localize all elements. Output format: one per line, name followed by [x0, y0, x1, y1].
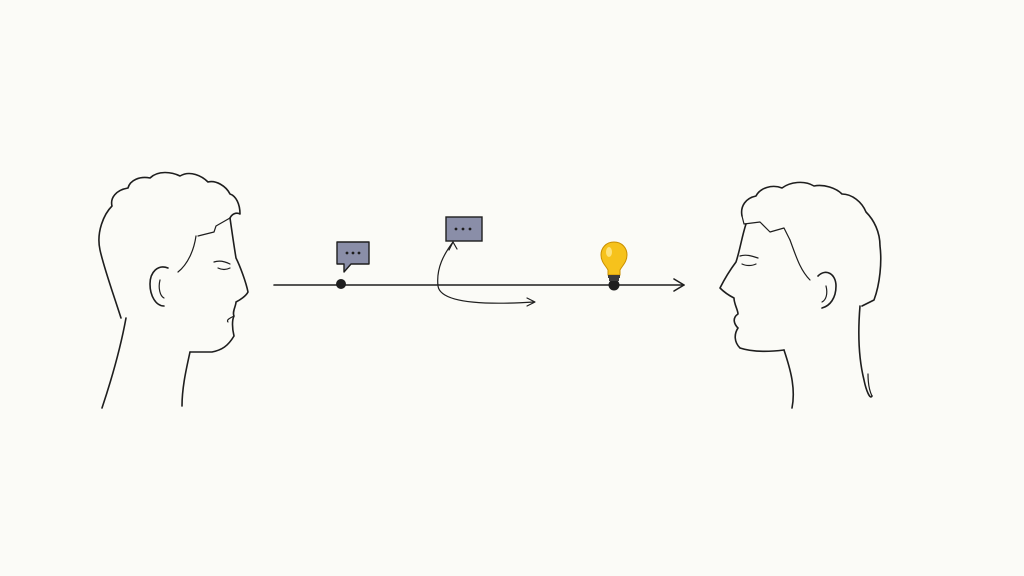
left-person-head: [98, 171, 249, 409]
lightbulb-icon: [600, 241, 628, 281]
speech-bubble-icon: [445, 216, 483, 242]
loop-arrow: [437, 241, 536, 307]
timeline-node-end: [608, 279, 620, 291]
timeline-arrow: [273, 278, 685, 292]
right-person-head: [719, 181, 882, 409]
speech-bubble-icon: [336, 241, 370, 273]
timeline-node-start: [336, 279, 346, 289]
